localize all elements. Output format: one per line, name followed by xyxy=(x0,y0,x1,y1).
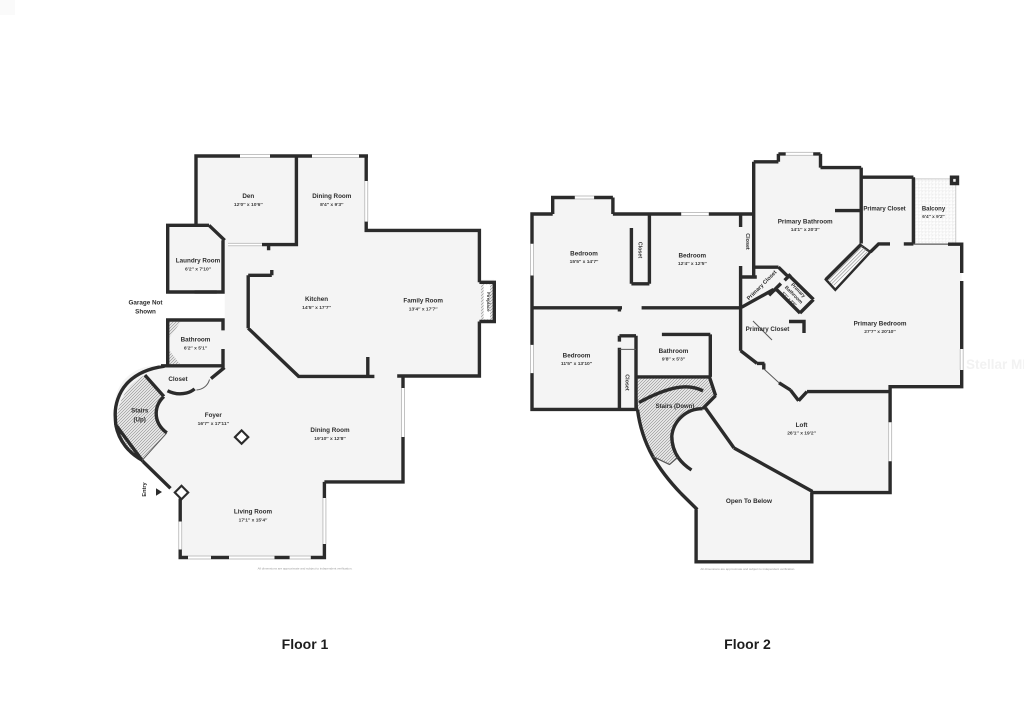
svg-text:Primary Closet: Primary Closet xyxy=(863,207,905,213)
svg-text:Stairs: Stairs xyxy=(131,407,149,414)
svg-text:Entry: Entry xyxy=(142,481,148,496)
svg-text:Laundry Room: Laundry Room xyxy=(176,258,221,265)
svg-text:Fireplace: Fireplace xyxy=(486,292,491,312)
svg-text:Closet: Closet xyxy=(637,242,643,259)
svg-text:Closet: Closet xyxy=(744,233,750,250)
svg-text:Open To Below: Open To Below xyxy=(726,498,772,505)
svg-text:Primary Bathroom: Primary Bathroom xyxy=(778,218,833,225)
svg-text:Bedroom: Bedroom xyxy=(563,353,591,360)
svg-text:6′4″ x 9′2″: 6′4″ x 9′2″ xyxy=(922,214,945,219)
svg-text:12′4″ x 12′5″: 12′4″ x 12′5″ xyxy=(678,261,707,267)
svg-text:Loft: Loft xyxy=(796,422,809,429)
svg-text:6′2″ x 7′10″: 6′2″ x 7′10″ xyxy=(185,266,212,272)
svg-text:6′2″ x 5′1″: 6′2″ x 5′1″ xyxy=(184,345,208,351)
svg-text:Living Room: Living Room xyxy=(234,509,273,516)
svg-text:Floor 1: Floor 1 xyxy=(282,636,329,652)
svg-text:Den: Den xyxy=(242,193,254,200)
svg-text:Stellar MLS: Stellar MLS xyxy=(966,357,1024,372)
svg-text:14′1″ x 20′3″: 14′1″ x 20′3″ xyxy=(791,227,820,233)
svg-text:Bathroom: Bathroom xyxy=(181,337,211,344)
svg-text:Floor 2: Floor 2 xyxy=(724,636,771,652)
svg-text:19′10″ x 12′8″: 19′10″ x 12′8″ xyxy=(314,436,346,442)
svg-text:Balcony: Balcony xyxy=(922,207,946,213)
svg-text:14′5″ x 17′7″: 14′5″ x 17′7″ xyxy=(302,305,331,311)
svg-text:Dining Room: Dining Room xyxy=(312,193,352,200)
svg-text:All dimensions are approximate: All dimensions are approximate and subje… xyxy=(700,567,795,571)
svg-text:Foyer: Foyer xyxy=(205,412,223,419)
svg-text:16′7″ x 17′11″: 16′7″ x 17′11″ xyxy=(198,421,230,427)
svg-text:Primary Bedroom: Primary Bedroom xyxy=(854,320,907,327)
svg-text:13′4″ x 17′7″: 13′4″ x 17′7″ xyxy=(409,306,438,312)
svg-text:Primary Closet: Primary Closet xyxy=(746,326,790,333)
svg-text:11′5″ x 13′10″: 11′5″ x 13′10″ xyxy=(561,361,593,367)
svg-text:12′0″ x 10′6″: 12′0″ x 10′6″ xyxy=(234,202,263,208)
svg-text:27′7″ x 20′10″: 27′7″ x 20′10″ xyxy=(864,329,896,335)
svg-text:8′4″ x 9′3″: 8′4″ x 9′3″ xyxy=(320,202,344,208)
svg-text:Kitchen: Kitchen xyxy=(305,296,328,303)
svg-text:Stairs (Down): Stairs (Down) xyxy=(656,404,695,410)
svg-text:(Up): (Up) xyxy=(134,416,146,423)
svg-text:Shown: Shown xyxy=(135,309,156,316)
svg-text:9′8″ x 5′3″: 9′8″ x 5′3″ xyxy=(662,357,686,363)
svg-text:Bathroom: Bathroom xyxy=(659,348,689,355)
svg-text:Family Room: Family Room xyxy=(403,298,443,305)
svg-text:Bedroom: Bedroom xyxy=(678,253,706,260)
svg-text:Dining Room: Dining Room xyxy=(310,427,350,434)
svg-text:Garage Not: Garage Not xyxy=(129,300,164,307)
svg-text:17′1″ x 15′4″: 17′1″ x 15′4″ xyxy=(239,517,268,523)
svg-text:26′1″ x 19′2″: 26′1″ x 19′2″ xyxy=(787,430,816,436)
svg-text:Closet: Closet xyxy=(168,376,188,383)
svg-text:Bedroom: Bedroom xyxy=(570,251,598,258)
svg-text:All dimensions are approximate: All dimensions are approximate and subje… xyxy=(258,567,353,571)
svg-text:15′5″ x 14′7″: 15′5″ x 14′7″ xyxy=(570,259,599,265)
svg-text:Closet: Closet xyxy=(624,374,630,391)
